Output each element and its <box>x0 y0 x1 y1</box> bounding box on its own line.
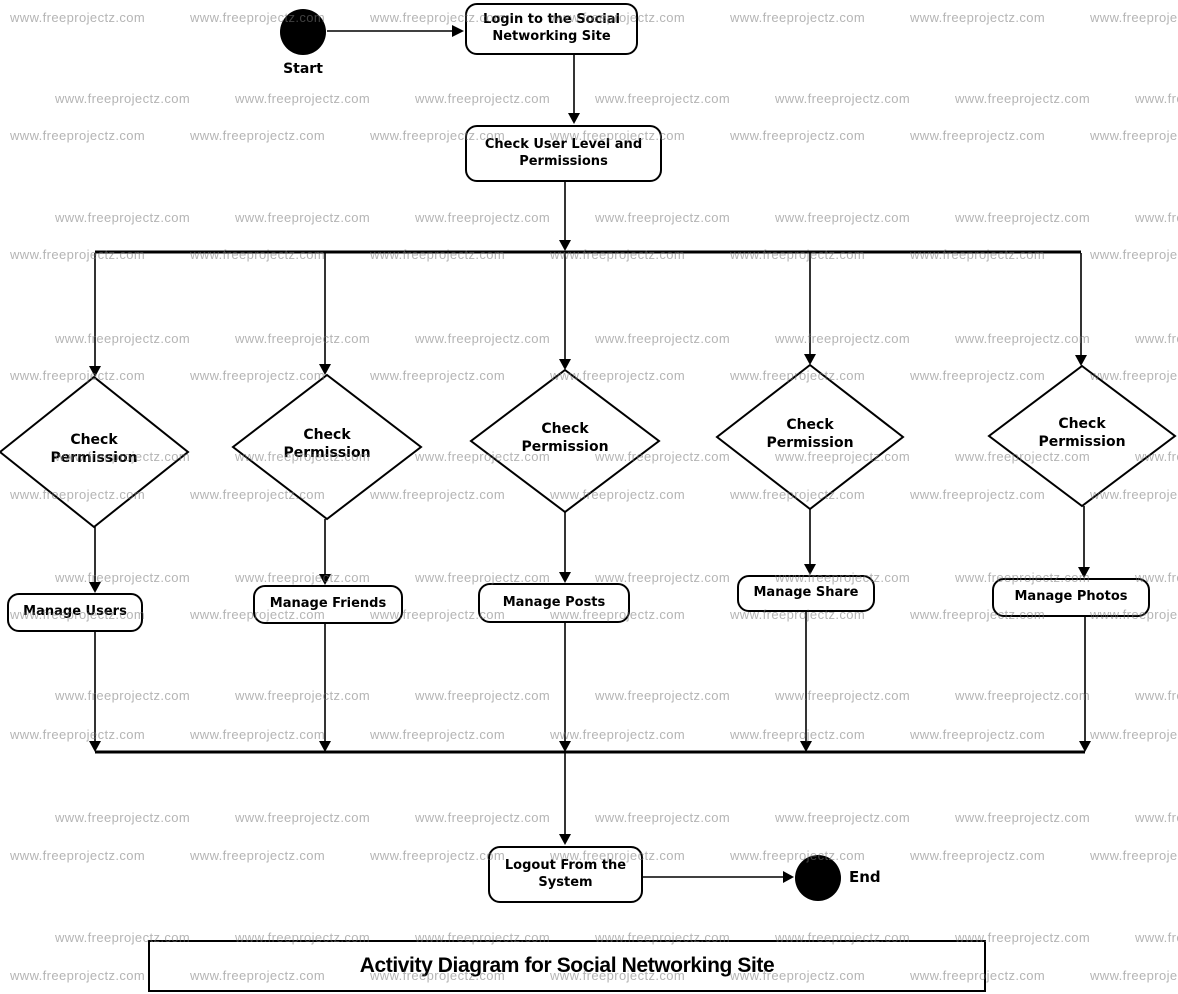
activity-check-user-level: Check User Level and Permissions <box>465 125 662 182</box>
decision-diamond-2 <box>231 373 423 521</box>
activity-login: Login to the Social Networking Site <box>465 3 638 55</box>
diagram-title: Activity Diagram for Social Networking S… <box>359 954 775 977</box>
arrowhead <box>1075 355 1087 366</box>
decision-label-5: Check Permission <box>1038 416 1126 451</box>
arrowhead <box>559 240 571 251</box>
start-label: Start <box>283 61 323 77</box>
arrowhead <box>559 359 571 370</box>
action-manage-posts: Manage Posts <box>478 583 630 623</box>
action-manage-friends: Manage Friends <box>253 585 403 624</box>
diagram-title-box: Activity Diagram for Social Networking S… <box>148 940 986 992</box>
arrowhead <box>1078 567 1090 578</box>
decision-diamond-5 <box>987 364 1177 508</box>
arrowhead <box>559 741 571 752</box>
arrowhead <box>89 741 101 752</box>
decision-label-4: Check Permission <box>766 417 854 452</box>
decision-label-3: Check Permission <box>521 421 609 456</box>
start-node <box>280 9 326 55</box>
action-manage-users: Manage Users <box>7 593 143 632</box>
arrowhead <box>559 572 571 583</box>
end-node <box>795 855 841 901</box>
action-manage-photos: Manage Photos <box>992 578 1150 617</box>
arrowhead <box>89 366 101 377</box>
decision-label-2: Check Permission <box>283 427 371 462</box>
decision-diamond-1 <box>0 375 190 529</box>
arrowhead <box>783 871 794 883</box>
arrowhead <box>568 113 580 124</box>
activity-logout: Logout From the System <box>488 846 643 903</box>
arrowhead <box>804 354 816 365</box>
arrowhead <box>804 564 816 575</box>
decision-label-1: Check Permission <box>50 432 138 467</box>
arrowhead <box>319 741 331 752</box>
arrowhead <box>319 574 331 585</box>
decision-diamond-3 <box>469 368 661 514</box>
arrowhead <box>319 364 331 375</box>
arrowhead <box>452 25 464 37</box>
decision-diamond-4 <box>715 363 905 511</box>
action-manage-share: Manage Share <box>737 575 875 612</box>
arrowhead <box>559 834 571 845</box>
arrowhead <box>800 741 812 752</box>
arrowhead <box>89 582 101 593</box>
arrowhead <box>1079 741 1091 752</box>
end-label: End <box>849 868 881 886</box>
